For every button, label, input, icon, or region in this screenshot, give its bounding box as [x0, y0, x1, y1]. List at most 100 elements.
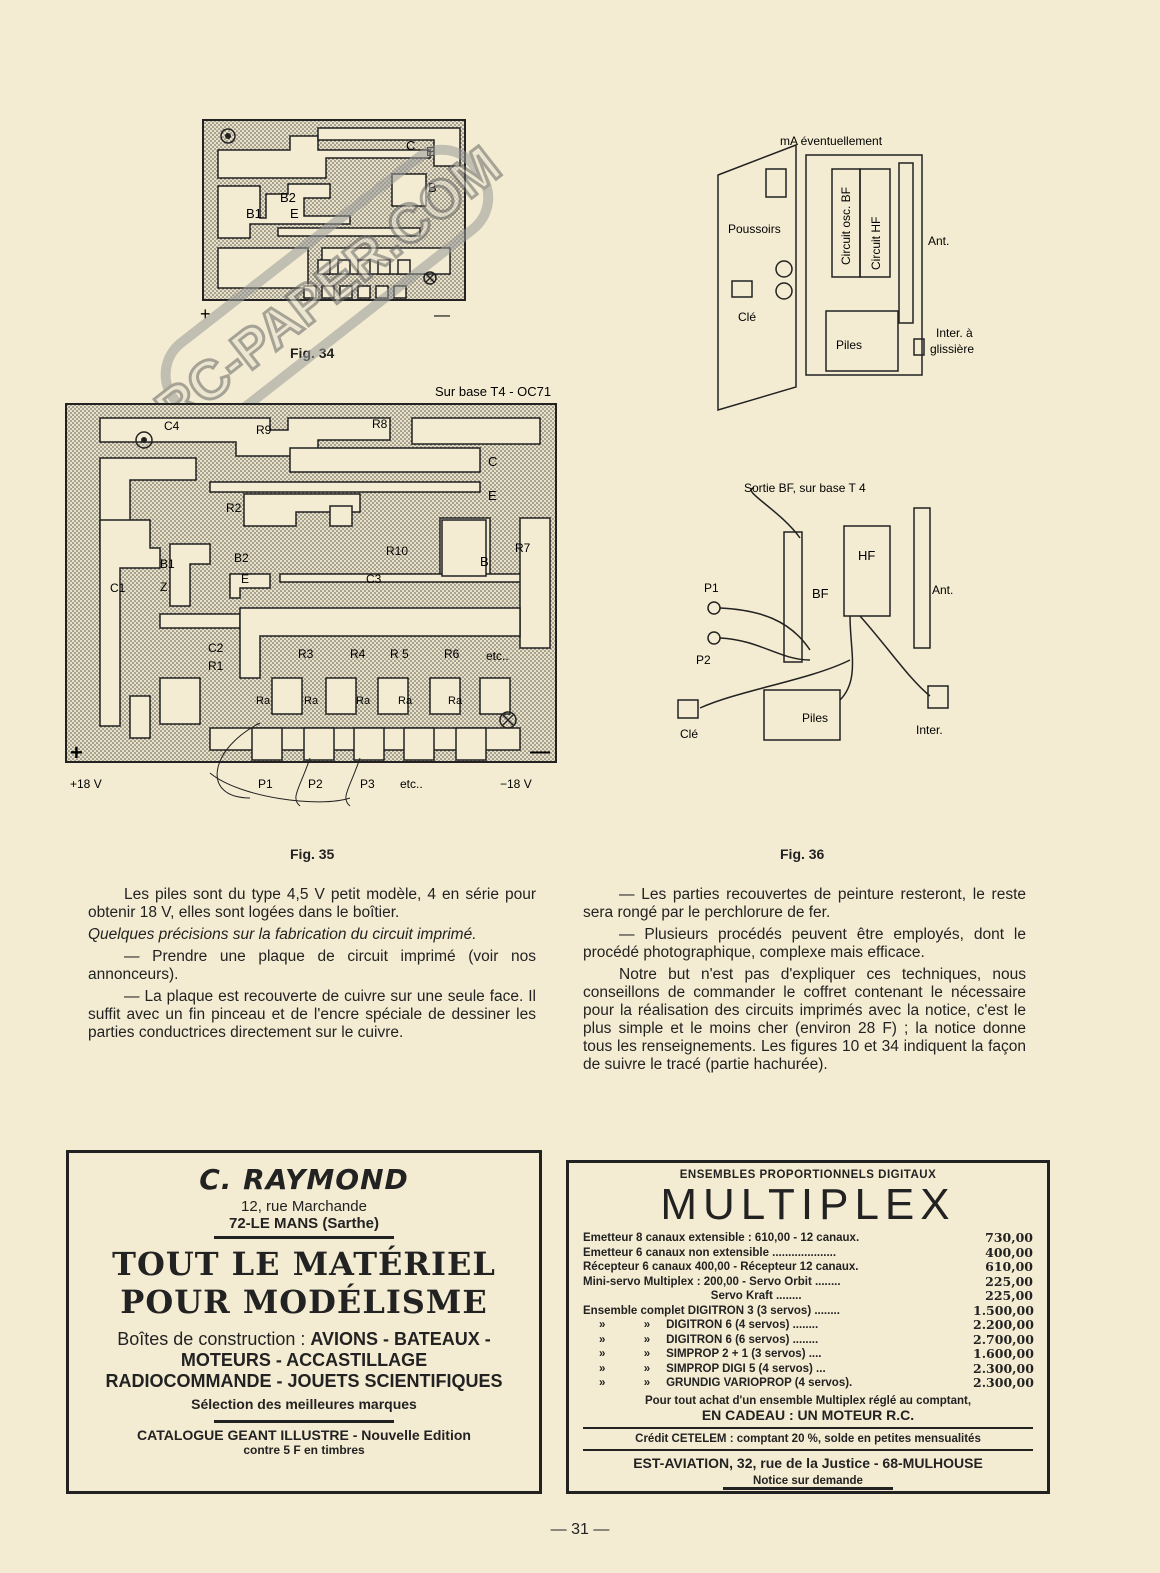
multiplex-price-value: 225,00	[985, 1288, 1033, 1303]
multiplex-price-desc: » » GRUNDIG VARIOPROP (4 servos).	[583, 1377, 853, 1389]
multiplex-price-desc: » » DIGITRON 6 (6 servos) ........	[583, 1333, 819, 1346]
multiplex-price-desc: Emetteur 6 canaux non extensible .......…	[583, 1246, 837, 1259]
watermark-drawing: RC-PAPER.COM	[143, 134, 513, 442]
fig35-label-r2: R2	[226, 501, 242, 515]
raymond-city: 72-LE MANS (Sarthe)	[228, 1215, 380, 1232]
multiplex-price-desc: » » SIMPROP 2 + 1 (3 servos) ....	[583, 1348, 822, 1360]
fig36-label-bf: BF	[812, 586, 829, 601]
raymond-headline-2: POUR MODÉLISME	[120, 1283, 488, 1321]
fig36-label-cle: Clé	[680, 727, 698, 741]
fig36a-label-osc: Circuit osc. BF	[839, 187, 853, 265]
fig35-label-r4: R4	[350, 647, 366, 661]
fig35-label-r1: R1	[208, 659, 224, 673]
figure-35-drawing: Sur base T4 - OC71 C4 R9 R8 C E R2 R10 B…	[65, 384, 557, 807]
fig35-label-ra-4: Ra	[398, 695, 413, 707]
fig34-label-e2: E	[290, 206, 299, 221]
multiplex-price-value: 730,00	[985, 1230, 1033, 1245]
fig35-label-minus: —	[530, 741, 550, 763]
figure-36-box: mA éventuellement Poussoirs Clé Circuit …	[700, 125, 1000, 415]
fig35-label-c4: C4	[164, 419, 180, 433]
fig35-label-ra-3: Ra	[356, 695, 371, 707]
raymond-street: 12, rue Marchande	[241, 1198, 367, 1215]
fig36-label-hf: HF	[858, 548, 875, 563]
fig34-label-b: B	[428, 180, 437, 195]
multiplex-price-row: » » DIGITRON 6 (4 servos) ........2.200,…	[583, 1317, 1034, 1333]
fig36a-label-hf: Circuit HF	[869, 217, 883, 270]
multiplex-rule-2	[583, 1448, 1033, 1451]
fig35-label-r6: R6	[444, 647, 460, 661]
fig36-label-inter: Inter.	[916, 723, 943, 737]
fig35-label-r9: R9	[256, 423, 272, 437]
fig36-label-ant: Ant.	[932, 583, 953, 597]
fig35-label-minus18: −18 V	[500, 777, 532, 791]
raymond-line-1b: AVIONS - BATEAUX -	[310, 1329, 491, 1349]
multiplex-price-value: 610,00	[985, 1259, 1033, 1274]
figure-36-wiring-drawing: Sortie BF, sur base T 4 HF BF Ant. P1 P2…	[677, 481, 953, 741]
multiplex-address: EST-AVIATION, 32, rue de la Justice - 68…	[633, 1454, 983, 1471]
fig36a-label-poussoirs: Poussoirs	[728, 222, 781, 236]
fig35-label-r8: R8	[372, 417, 388, 431]
multiplex-price-row: » » GRUNDIG VARIOPROP (4 servos).2.300,0…	[583, 1375, 1034, 1391]
fig35-label-r10: R10	[386, 544, 408, 558]
multiplex-price-row: Emetteur 6 canaux non extensible .......…	[583, 1244, 1033, 1261]
raymond-line-1: Boîtes de construction : AVIONS - BATEAU…	[69, 1329, 539, 1350]
raymond-line-3: RADIOCOMMANDE - JOUETS SCIENTIFIQUES	[105, 1371, 503, 1391]
fig36a-label-piles: Piles	[836, 338, 862, 352]
fig35-label-ra-2: Ra	[304, 695, 319, 707]
fig35-label-b2: B2	[234, 551, 249, 565]
fig35-label-plus: +	[70, 740, 83, 765]
fig35-label-c3: C3	[366, 572, 382, 586]
multiplex-cadeau: EN CADEAU : UN MOTEUR R.C.	[701, 1406, 915, 1423]
page-number: — 31 —	[550, 1521, 610, 1538]
multiplex-price-row: » » SIMPROP 2 + 1 (3 servos) .... 1.600,0…	[583, 1346, 1034, 1362]
multiplex-credit: Crédit CETELEM : comptant 20 %, solde en…	[635, 1432, 981, 1445]
fig34-label-minus: —	[434, 307, 450, 324]
right-paragraph-2: — Plusieurs procédés peuvent être employ…	[583, 926, 1026, 961]
multiplex-price-row: Ensemble complet DIGITRON 3 (3 servos) .…	[583, 1303, 1034, 1319]
fig35-label-c1: C1	[110, 581, 126, 595]
raymond-rule-1	[214, 1236, 394, 1239]
text-column-right: — Les parties recouvertes de peinture re…	[583, 886, 1026, 1078]
multiplex-price-desc: » » DIGITRON 6 (4 servos) ........	[583, 1319, 819, 1331]
fig35-label-r7: R7	[515, 541, 531, 555]
raymond-headline-1: TOUT LE MATÉRIEL	[112, 1245, 496, 1283]
multiplex-price-value: 225,00	[985, 1273, 1033, 1289]
multiplex-price-value: 1.600,00	[973, 1346, 1034, 1361]
fig35-label-e: E	[488, 488, 497, 503]
ad-multiplex: ENSEMBLES PROPORTIONNELS DIGITAUX MULTIP…	[566, 1160, 1050, 1494]
raymond-line-1a: Boîtes de construction :	[117, 1329, 311, 1349]
multiplex-price-row: Mini-servo Multiplex : 200,00 - Servo Or…	[583, 1273, 1033, 1290]
fig36a-label-ma: mA éventuellement	[780, 134, 883, 148]
fig35-label-p2: P2	[308, 777, 323, 791]
multiplex-rule-1	[583, 1426, 1033, 1429]
left-paragraph-4: — La plaque est recouverte de cuivre sur…	[88, 988, 536, 1041]
fig36a-label-inter2: glissière	[930, 342, 974, 356]
left-paragraph-1: Les piles sont du type 4,5 V petit modèl…	[88, 886, 536, 921]
multiplex-price-row: » » SIMPROP DIGI 5 (4 servos) ...2.300,0…	[583, 1361, 1034, 1377]
raymond-line-6: contre 5 F en timbres	[243, 1443, 365, 1457]
fig35-label-etc2: etc..	[400, 777, 423, 791]
multiplex-price-row: Récepteur 6 canaux 400,00 - Récepteur 12…	[583, 1259, 1033, 1275]
multiplex-price-value: 2.700,00	[973, 1331, 1034, 1347]
multiplex-price-desc: Ensemble complet DIGITRON 3 (3 servos) .…	[583, 1304, 840, 1317]
fig36a-label-inter1: Inter. à	[936, 326, 973, 340]
fig35-caption: Fig. 35	[290, 846, 335, 862]
multiplex-price-row: Emetteur 8 canaux extensible : 610,00 - …	[583, 1230, 1033, 1246]
left-paragraph-3: — Prendre une plaque de circuit imprimé …	[88, 948, 536, 983]
figure-36-box-drawing: mA éventuellement Poussoirs Clé Circuit …	[717, 134, 974, 412]
multiplex-top: ENSEMBLES PROPORTIONNELS DIGITAUX	[679, 1169, 937, 1181]
multiplex-price-row: Servo Kraft ........225,00	[583, 1288, 1033, 1304]
fig36a-label-cle: Clé	[738, 310, 756, 324]
raymond-line-4: Sélection des meilleures marques	[191, 1396, 417, 1412]
fig35-label-r5: R 5	[390, 647, 409, 661]
fig35-label-sur-base: Sur base T4 - OC71	[435, 384, 551, 399]
fig35-label-etc: etc..	[486, 649, 509, 663]
fig34-label-c: C	[406, 138, 415, 153]
fig35-label-b: B	[480, 554, 489, 569]
watermark-stamp: RC-PAPER.COM	[120, 110, 540, 470]
multiplex-price-value: 400,00	[985, 1244, 1033, 1260]
fig35-label-ra-5: Ra	[448, 695, 463, 707]
left-paragraph-2: Quelques précisions sur la fabrication d…	[88, 926, 477, 943]
raymond-line-5: CATALOGUE GEANT ILLUSTRE - Nouvelle Edit…	[137, 1427, 471, 1443]
multiplex-price-desc: Récepteur 6 canaux 400,00 - Récepteur 12…	[583, 1261, 859, 1273]
